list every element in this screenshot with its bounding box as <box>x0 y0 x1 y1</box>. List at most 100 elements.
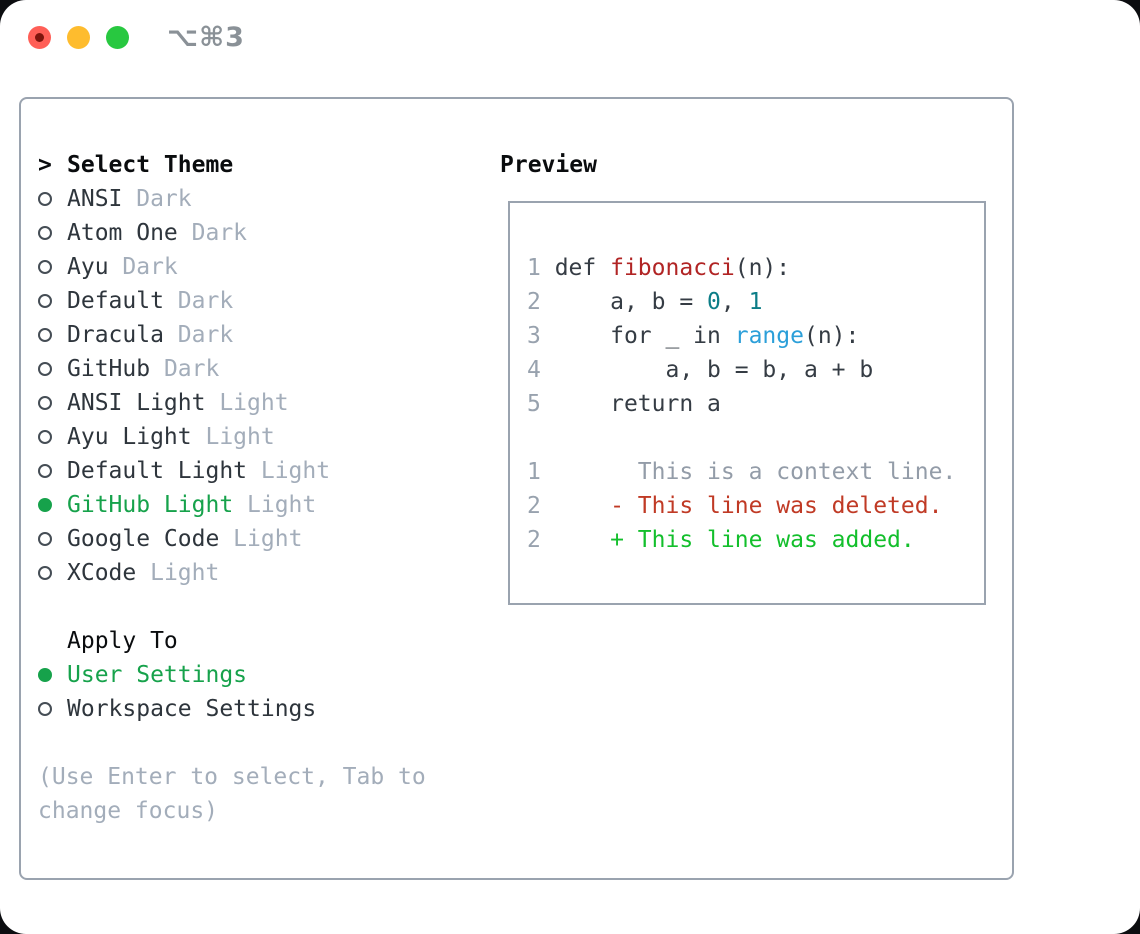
radio-icon <box>38 182 67 216</box>
code-line: 4 a, b = b, a + b <box>527 353 984 387</box>
theme-option-label: Ayu Light <box>67 424 192 450</box>
prompt-icon: > <box>38 152 52 178</box>
line-number: 2 <box>527 289 541 315</box>
theme-option-tag: Light <box>136 560 220 586</box>
apply-to-title: Apply To <box>67 628 178 654</box>
radio-icon <box>38 420 67 454</box>
theme-option[interactable]: ANSI Dark <box>38 182 330 216</box>
help-text-line: change focus) <box>38 798 219 824</box>
radio-icon <box>38 318 67 352</box>
line-number: 4 <box>527 357 541 383</box>
help-text: (Use Enter to select, Tab to change focus… <box>38 760 426 828</box>
code-token-plain: return a <box>540 391 721 417</box>
radio-icon <box>38 692 67 726</box>
code-line: 2 a, b = 0, 1 <box>527 285 984 319</box>
theme-option[interactable]: Default Light Light <box>38 454 330 488</box>
code-token-plain <box>541 493 610 519</box>
radio-icon <box>38 284 67 318</box>
theme-option-tag: Light <box>191 424 275 450</box>
zoom-button-icon[interactable] <box>106 26 129 49</box>
theme-option[interactable]: XCode Light <box>38 556 330 590</box>
theme-option-tag: Dark <box>177 220 248 246</box>
code-token-builtin: range <box>734 323 804 349</box>
radio-icon <box>38 386 67 420</box>
code-token-plain: (n): <box>803 323 860 349</box>
radio-icon <box>38 454 67 488</box>
theme-option-label: GitHub Light <box>67 492 234 518</box>
radio-icon <box>38 352 67 386</box>
code-token-plain: (n): <box>734 255 791 281</box>
theme-option-label: Default Light <box>67 458 248 484</box>
code-token-func: fibonacci <box>610 255 735 281</box>
radio-icon <box>38 250 67 284</box>
preview-title: Preview <box>500 152 597 178</box>
line-number: 2 <box>527 527 541 553</box>
theme-option-label: Ayu <box>67 254 109 280</box>
code-token-context: This is a context line. <box>540 459 957 485</box>
code-token-plain: a, b = b, a + b <box>540 357 874 383</box>
radio-selected-icon <box>38 658 67 692</box>
code-token-plain <box>541 527 610 553</box>
code-token-plain: a, b = <box>540 289 708 315</box>
theme-option-tag: Light <box>233 492 317 518</box>
theme-option-label: GitHub <box>67 356 151 382</box>
line-number: 1 <box>527 255 541 281</box>
radio-selected-icon <box>38 488 67 522</box>
theme-option[interactable]: Default Dark <box>38 284 330 318</box>
code-token-plain: for _ in <box>540 323 735 349</box>
code-token-number: 1 <box>748 289 763 315</box>
theme-option[interactable]: GitHub Dark <box>38 352 330 386</box>
code-line: 1 def fibonacci(n): <box>527 251 984 285</box>
theme-option-label: Google Code <box>67 526 220 552</box>
theme-option[interactable]: Ayu Dark <box>38 250 330 284</box>
line-number: 5 <box>527 391 541 417</box>
apply-to-header: Apply To <box>38 624 316 658</box>
theme-option-tag: Light <box>247 458 331 484</box>
code-line: 2 - This line was deleted. <box>527 489 984 523</box>
code-line: 2 + This line was added. <box>527 523 984 557</box>
theme-option-tag: Dark <box>122 186 192 212</box>
theme-option[interactable]: Dracula Dark <box>38 318 330 352</box>
theme-option-tag: Dark <box>163 288 234 314</box>
theme-option[interactable]: Atom One Dark <box>38 216 330 250</box>
code-line: 5 return a <box>527 387 984 421</box>
theme-option-tag: Light <box>205 390 289 416</box>
code-token-plain: def <box>540 255 611 281</box>
apply-to-option[interactable]: Workspace Settings <box>38 692 316 726</box>
code-line: 3 for _ in range(n): <box>527 319 984 353</box>
theme-option-label: XCode <box>67 560 137 586</box>
theme-option-label: ANSI <box>67 186 123 212</box>
apply-to-option[interactable]: User Settings <box>38 658 316 692</box>
select-theme-header: > Select Theme <box>38 148 330 182</box>
titlebar: ⌥⌘3 <box>0 0 1140 72</box>
code-token-plain: , <box>720 289 749 315</box>
line-number: 3 <box>527 323 541 349</box>
radio-icon <box>38 216 67 250</box>
radio-icon <box>38 522 67 556</box>
radio-icon <box>38 556 67 590</box>
code-line: 1 This is a context line. <box>527 455 984 489</box>
line-number: 1 <box>527 459 541 485</box>
close-button-icon[interactable] <box>28 26 51 49</box>
code-token-added: + This line was added. <box>610 527 915 553</box>
theme-option[interactable]: GitHub Light Light <box>38 488 330 522</box>
apply-to-option-label: Workspace Settings <box>67 696 317 722</box>
theme-option-label: Default <box>67 288 164 314</box>
theme-option-tag: Dark <box>163 322 234 348</box>
theme-option[interactable]: ANSI Light Light <box>38 386 330 420</box>
code-token-number: 0 <box>707 289 721 315</box>
theme-list-title: Select Theme <box>67 152 234 178</box>
theme-option[interactable]: Ayu Light Light <box>38 420 330 454</box>
minimize-button-icon[interactable] <box>67 26 90 49</box>
theme-option[interactable]: Google Code Light <box>38 522 330 556</box>
apply-to-option-label: User Settings <box>67 662 248 688</box>
theme-option-tag: Light <box>219 526 303 552</box>
help-text-line: (Use Enter to select, Tab to <box>38 764 426 790</box>
theme-option-tag: Dark <box>150 356 220 382</box>
line-number: 2 <box>527 493 541 519</box>
code-token-deleted: - This line was deleted. <box>610 493 943 519</box>
